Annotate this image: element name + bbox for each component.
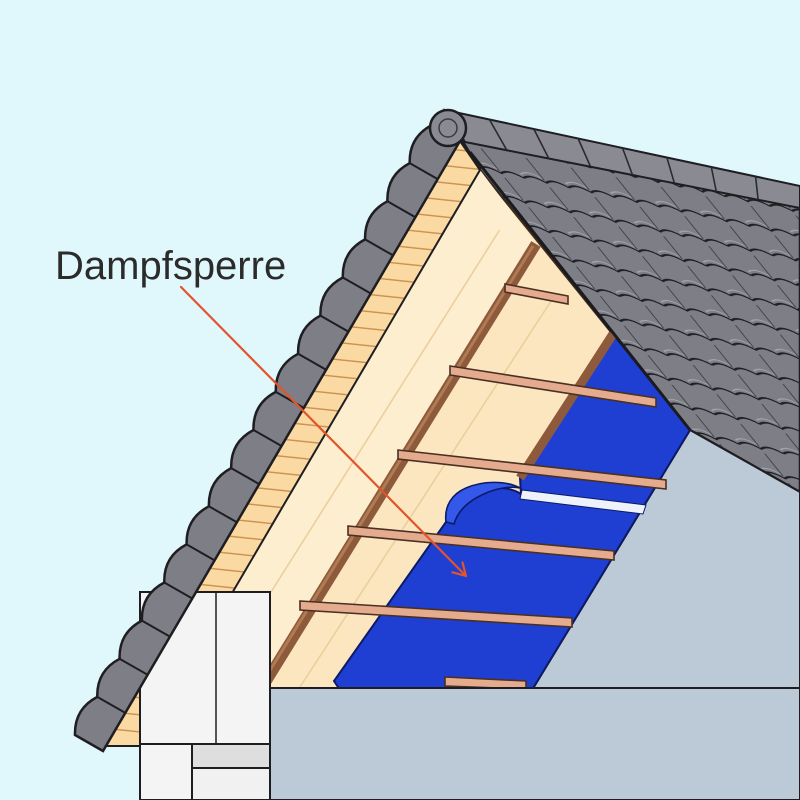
pier-lower-left (139, 743, 193, 800)
pointer-arrow (179, 285, 468, 578)
vapor-barrier-highlight (519, 489, 647, 515)
ridge-end-cap (428, 108, 468, 148)
arrow-shaft (179, 285, 467, 577)
pier-lower-block-top (191, 743, 271, 769)
roof-verge-edge (468, 151, 692, 431)
ridge-cap-seams (488, 119, 759, 200)
batten-2 (449, 365, 657, 408)
rafter-right (516, 331, 617, 481)
batten-3 (397, 449, 667, 490)
vapor-barrier-curl (444, 481, 521, 525)
batten-5 (299, 600, 573, 628)
batten-4 (347, 525, 615, 561)
insulation-light-strip (228, 170, 536, 690)
batten-1 (504, 283, 569, 305)
vapor-barrier-label: Dampfsperre (55, 244, 286, 288)
pier-lower-block (191, 767, 271, 800)
ridge-end-cap-inner (438, 118, 458, 138)
lower-wall (261, 687, 800, 800)
roof-battens (299, 283, 667, 690)
rafter-left (257, 241, 541, 691)
arrow-head (451, 561, 468, 578)
left-roof-tile-seams (96, 162, 439, 714)
insulation-seams (270, 229, 556, 691)
